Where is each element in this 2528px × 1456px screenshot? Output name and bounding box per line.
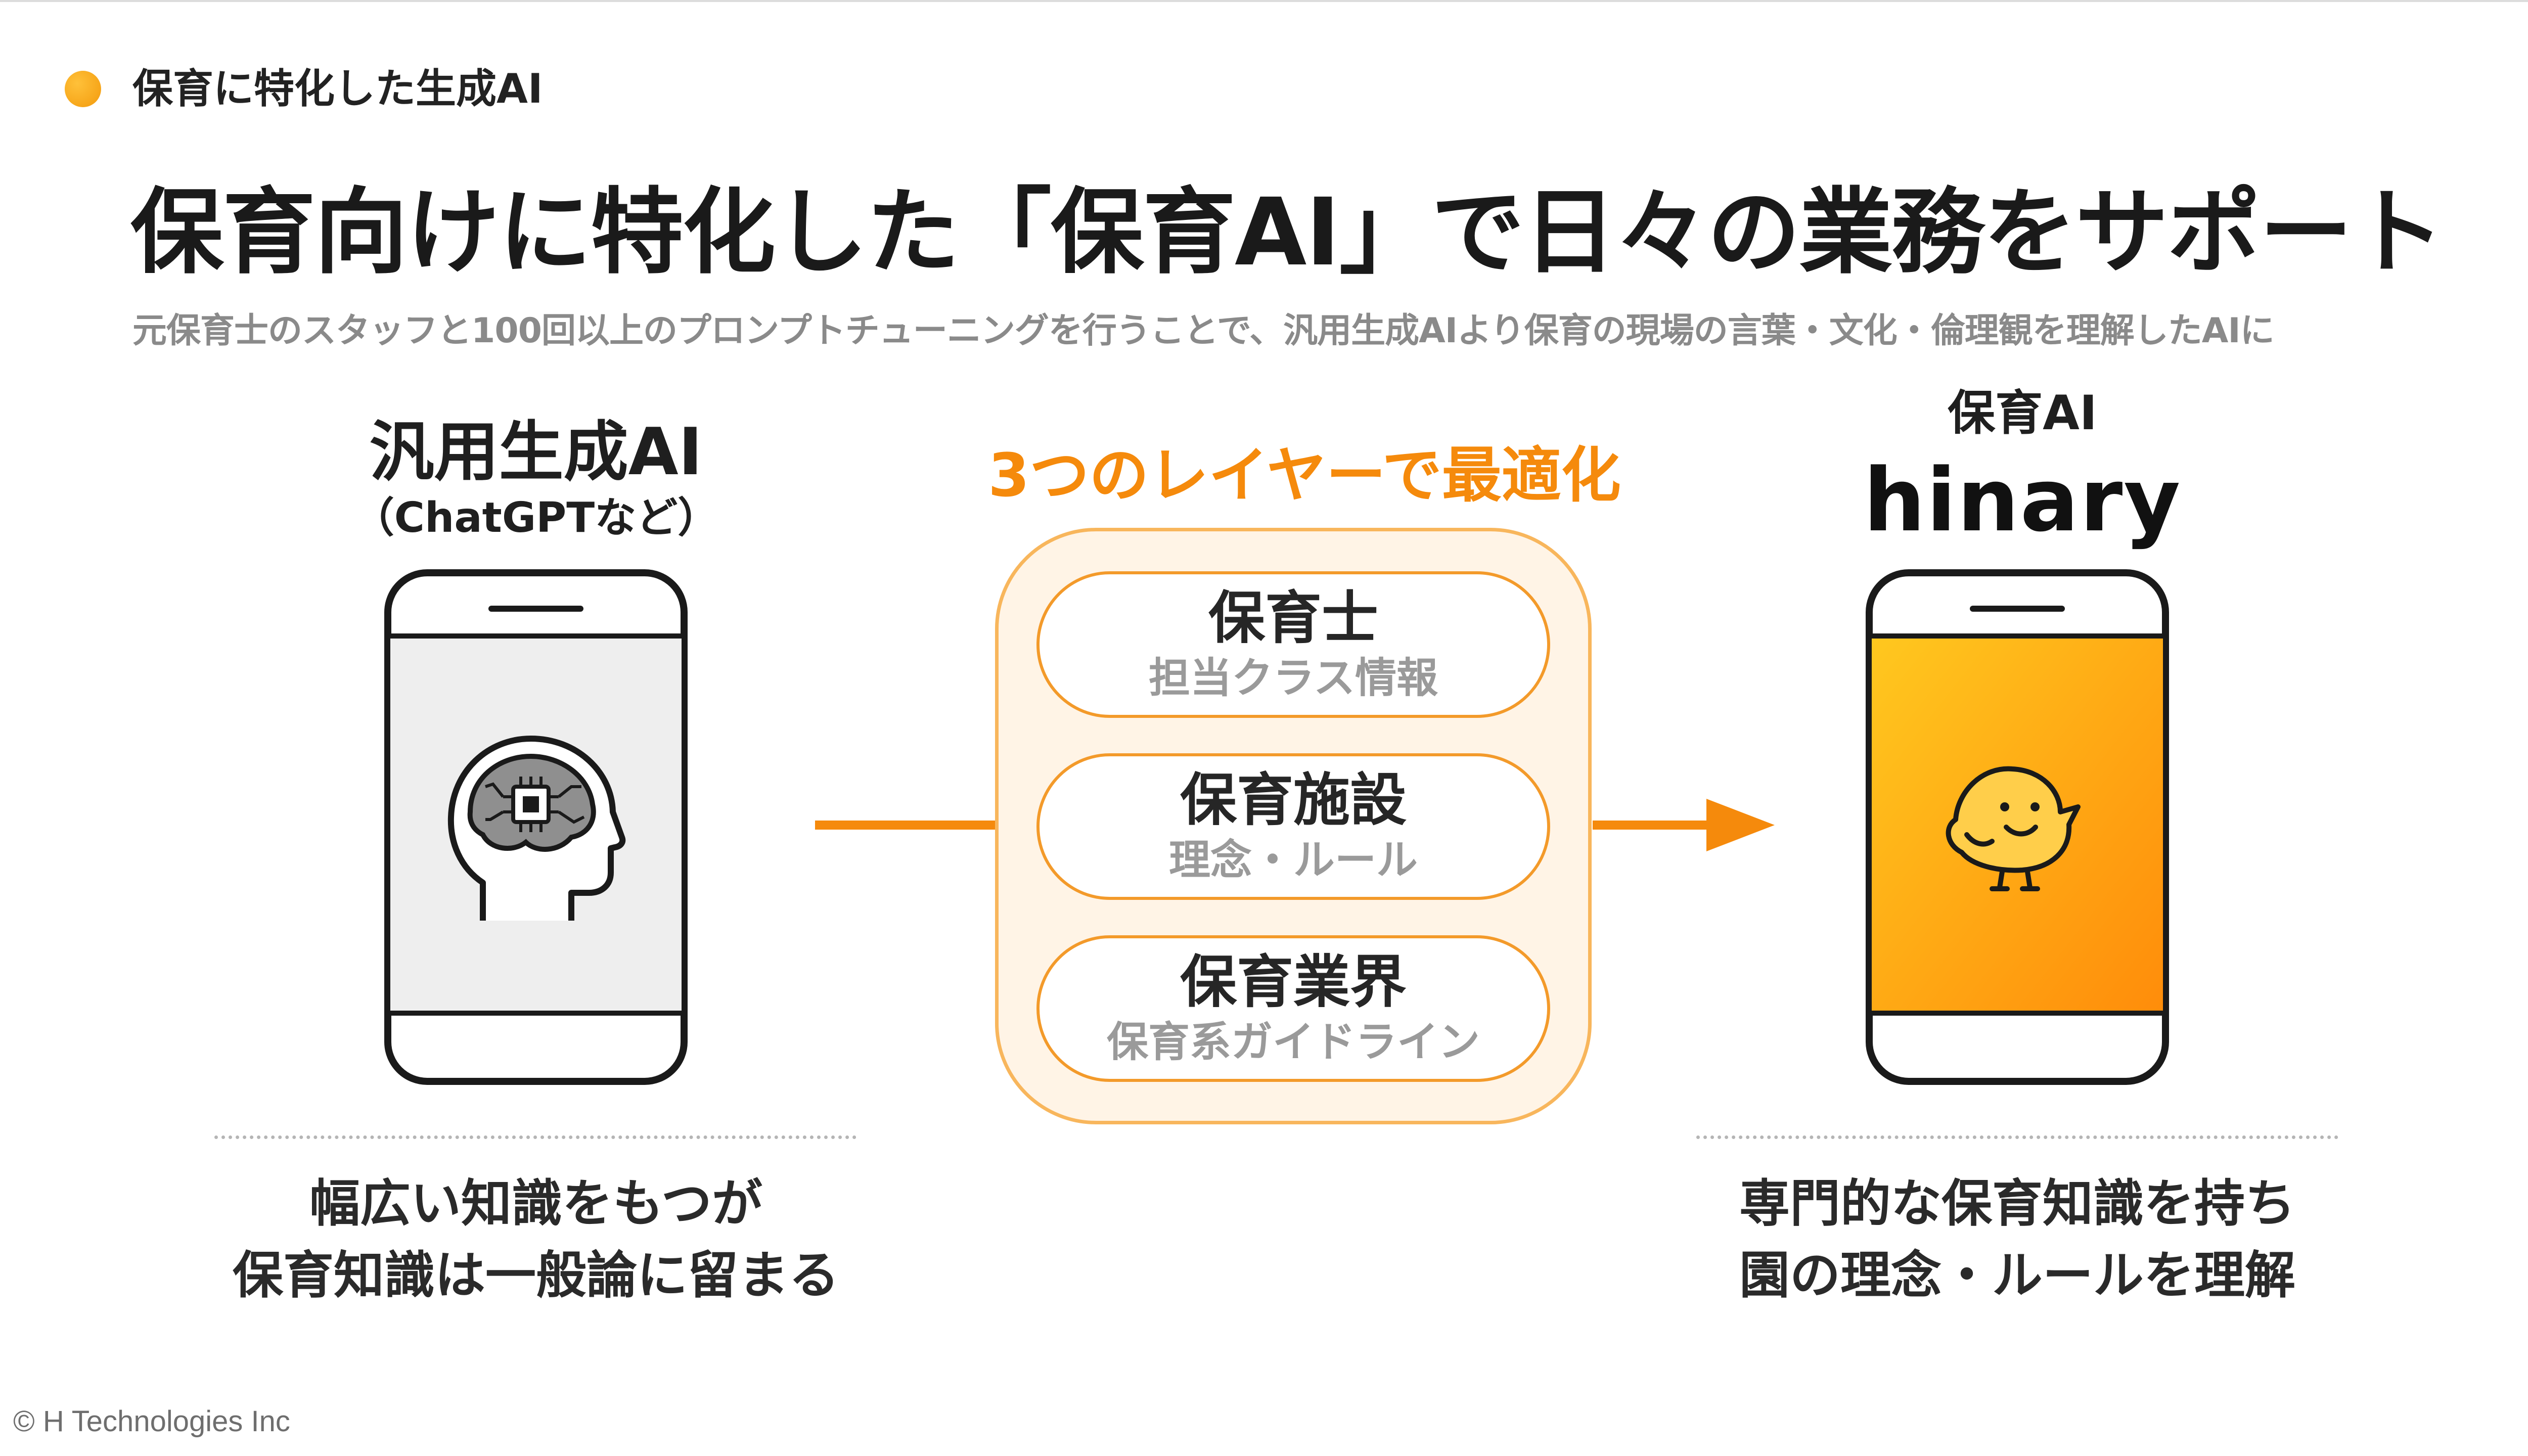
right-arrow-icon (1593, 799, 1775, 851)
generic-ai-caption-line1: 幅広い知識をもつが (309, 1174, 762, 1233)
layers-title: 3つのレイヤーで最適化 (988, 440, 1621, 510)
layer-card-teacher (1036, 571, 1550, 718)
generic-ai-phone (384, 569, 688, 1085)
layer-title: 保育士 (1208, 585, 1378, 651)
layer-card-facility (1036, 753, 1550, 900)
layer-subtitle: 保育系ガイドライン (1106, 1018, 1480, 1066)
chick-icon (1946, 766, 2081, 891)
generic-ai-subtitle: （ChatGPTなど） (352, 494, 719, 542)
hinary-logo: hinary (1863, 449, 2182, 551)
hinary-phone (1866, 569, 2169, 1085)
left-arrow-line (815, 821, 997, 830)
layer-title: 保育業界 (1180, 949, 1407, 1015)
layer-subtitle: 担当クラス情報 (1148, 654, 1438, 702)
top-divider (0, 0, 2528, 2)
hinary-caption-line2: 園の理念・ルールを理解 (1739, 1246, 2295, 1305)
generic-ai-title: 汎用生成AI (369, 415, 703, 490)
page-subtitle: 元保育士のスタッフと100回以上のプロンプトチューニングを行うことで、汎用生成A… (132, 311, 2275, 351)
section-bullet-icon (65, 71, 101, 107)
layer-title: 保育施設 (1180, 767, 1407, 833)
layer-subtitle: 理念・ルール (1168, 836, 1418, 884)
page-title: 保育向けに特化した「保育AI」で日々の業務をサポート (130, 178, 2445, 287)
generic-ai-caption-line2: 保育知識は一般論に留まる (233, 1246, 839, 1305)
head-with-chip-icon (447, 736, 626, 921)
copyright: © H Technologies Inc (13, 1405, 290, 1438)
section-label: 保育に特化した生成AI (132, 65, 543, 112)
layer-card-industry (1036, 935, 1550, 1082)
hinary-caption-line1: 専門的な保育知識を持ち (1739, 1174, 2295, 1233)
childcare-ai-label: 保育AI (1948, 386, 2097, 441)
right-divider (1696, 1135, 2338, 1139)
left-divider (214, 1135, 856, 1139)
